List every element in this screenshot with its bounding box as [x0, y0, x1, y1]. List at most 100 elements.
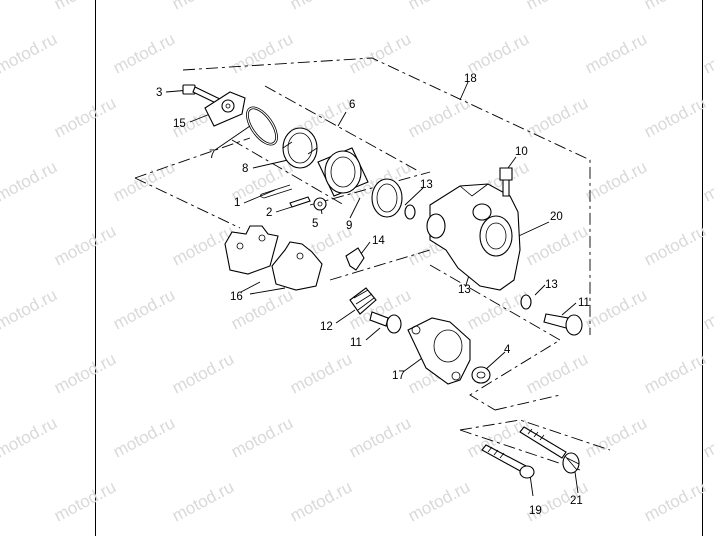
diagram-frame	[95, 0, 703, 536]
watermark-text: motod.ru	[464, 285, 532, 333]
watermark-text: motod.ru	[700, 413, 714, 461]
watermark-text: motod.ru	[523, 0, 591, 14]
watermark-text: motod.ru	[582, 157, 650, 205]
part-brake-pad-16b	[271, 241, 323, 291]
watermark-text: motod.ru	[405, 477, 473, 525]
callout-17: 17	[392, 370, 405, 382]
part-o-ring-9	[371, 178, 403, 218]
callout-21: 21	[570, 495, 583, 507]
watermark-text: motod.ru	[700, 285, 714, 333]
watermark-text: motod.ru	[582, 29, 650, 77]
watermark-text: motod.ru	[523, 221, 591, 269]
watermark-text: motod.ru	[287, 0, 355, 14]
watermark-text: motod.ru	[641, 349, 709, 397]
watermark-text: motod.ru	[110, 285, 178, 333]
watermark-text: motod.ru	[0, 0, 1, 14]
callout-4: 4	[504, 344, 511, 356]
watermark-text: motod.ru	[51, 221, 119, 269]
watermark-text: motod.ru	[405, 93, 473, 141]
callout-13-top: 13	[420, 179, 433, 191]
watermark-text: motod.ru	[228, 29, 296, 77]
part-o-ring-13b	[520, 294, 532, 310]
watermark-text: motod.ru	[51, 93, 119, 141]
part-brake-pad-16a	[224, 225, 279, 275]
watermark-text: motod.ru	[51, 477, 119, 525]
watermark-text: motod.ru	[405, 0, 473, 14]
watermark-text: motod.ru	[523, 349, 591, 397]
callout-labels: 3 15 7 8 1 2 5 6 9 13 10 20 18 14 16 13 …	[156, 73, 590, 517]
part-piston-9	[317, 147, 369, 197]
watermark-text: motod.ru	[110, 157, 178, 205]
watermark-text: motod.ru	[51, 349, 119, 397]
part-washer-4	[471, 366, 491, 384]
watermark-text: motod.ru	[346, 413, 414, 461]
part-bracket-17	[407, 317, 471, 385]
callout-19: 19	[529, 505, 542, 517]
part-pin-1	[260, 184, 293, 199]
callout-3: 3	[156, 87, 162, 99]
watermark-text: motod.ru	[641, 93, 709, 141]
watermark-text: motod.ru	[287, 477, 355, 525]
watermark-text: motod.ru	[582, 413, 650, 461]
part-clip-14	[345, 247, 365, 271]
watermark-text: motod.ru	[110, 413, 178, 461]
watermark-text: motod.ru	[0, 349, 1, 397]
watermark-text: motod.ru	[0, 285, 60, 333]
watermark-text: motod.ru	[641, 477, 709, 525]
watermark-text: motod.ru	[700, 29, 714, 77]
callout-6: 6	[349, 99, 355, 111]
callout-11-left: 11	[350, 337, 362, 349]
callout-20: 20	[550, 211, 563, 223]
callout-18: 18	[464, 73, 477, 85]
part-screw-2	[289, 196, 311, 208]
part-bleeder-screw-10	[499, 167, 513, 197]
callout-14: 14	[372, 235, 385, 247]
part-stud-19	[481, 444, 535, 479]
part-seal-ring-8	[282, 127, 318, 169]
watermark-text: motod.ru	[110, 29, 178, 77]
watermark-text: motod.ru	[523, 93, 591, 141]
assembly-outline-lines	[134, 57, 611, 471]
part-stud-21	[519, 426, 580, 474]
part-retaining-ring-7	[246, 106, 278, 146]
callout-9: 9	[346, 220, 352, 232]
part-plate-15	[204, 91, 246, 127]
part-o-ring-13a	[404, 204, 416, 220]
callout-13-mid: 13	[458, 284, 471, 296]
watermark-text: motod.ru	[0, 221, 1, 269]
watermark-text: motod.ru	[51, 0, 119, 14]
watermark-text: motod.ru	[582, 285, 650, 333]
watermark-text: motod.ru	[641, 0, 709, 14]
watermark-text: motod.ru	[228, 413, 296, 461]
watermark-text: motod.ru	[0, 29, 60, 77]
part-nut-5	[313, 197, 327, 211]
watermark-text: motod.ru	[169, 349, 237, 397]
watermark-text: motod.ru	[464, 29, 532, 77]
watermark-text: motod.ru	[0, 157, 60, 205]
watermark-text: motod.ru	[641, 221, 709, 269]
watermark-text: motod.ru	[287, 349, 355, 397]
callout-11-right: 11	[578, 297, 590, 309]
watermark-text: motod.ru	[346, 29, 414, 77]
callout-15: 15	[173, 118, 186, 130]
part-caliper-body-20	[426, 183, 521, 291]
callout-8: 8	[242, 163, 248, 175]
callout-2: 2	[266, 207, 272, 219]
callout-5: 5	[312, 218, 318, 230]
callout-12: 12	[320, 321, 333, 333]
watermark-text: motod.ru	[0, 477, 1, 525]
part-boot-12	[349, 287, 377, 315]
part-pin-11-right	[543, 313, 583, 336]
callout-10: 10	[515, 146, 528, 158]
watermark-text: motod.ru	[169, 0, 237, 14]
callout-16: 16	[230, 291, 243, 303]
callout-7: 7	[209, 149, 215, 161]
watermark-text: motod.ru	[700, 157, 714, 205]
callout-13-right: 13	[545, 279, 558, 291]
part-pin-11-left	[369, 311, 402, 334]
callout-1: 1	[234, 197, 240, 209]
watermark-text: motod.ru	[0, 413, 60, 461]
watermark-text: motod.ru	[169, 477, 237, 525]
watermark-text: motod.ru	[0, 93, 1, 141]
